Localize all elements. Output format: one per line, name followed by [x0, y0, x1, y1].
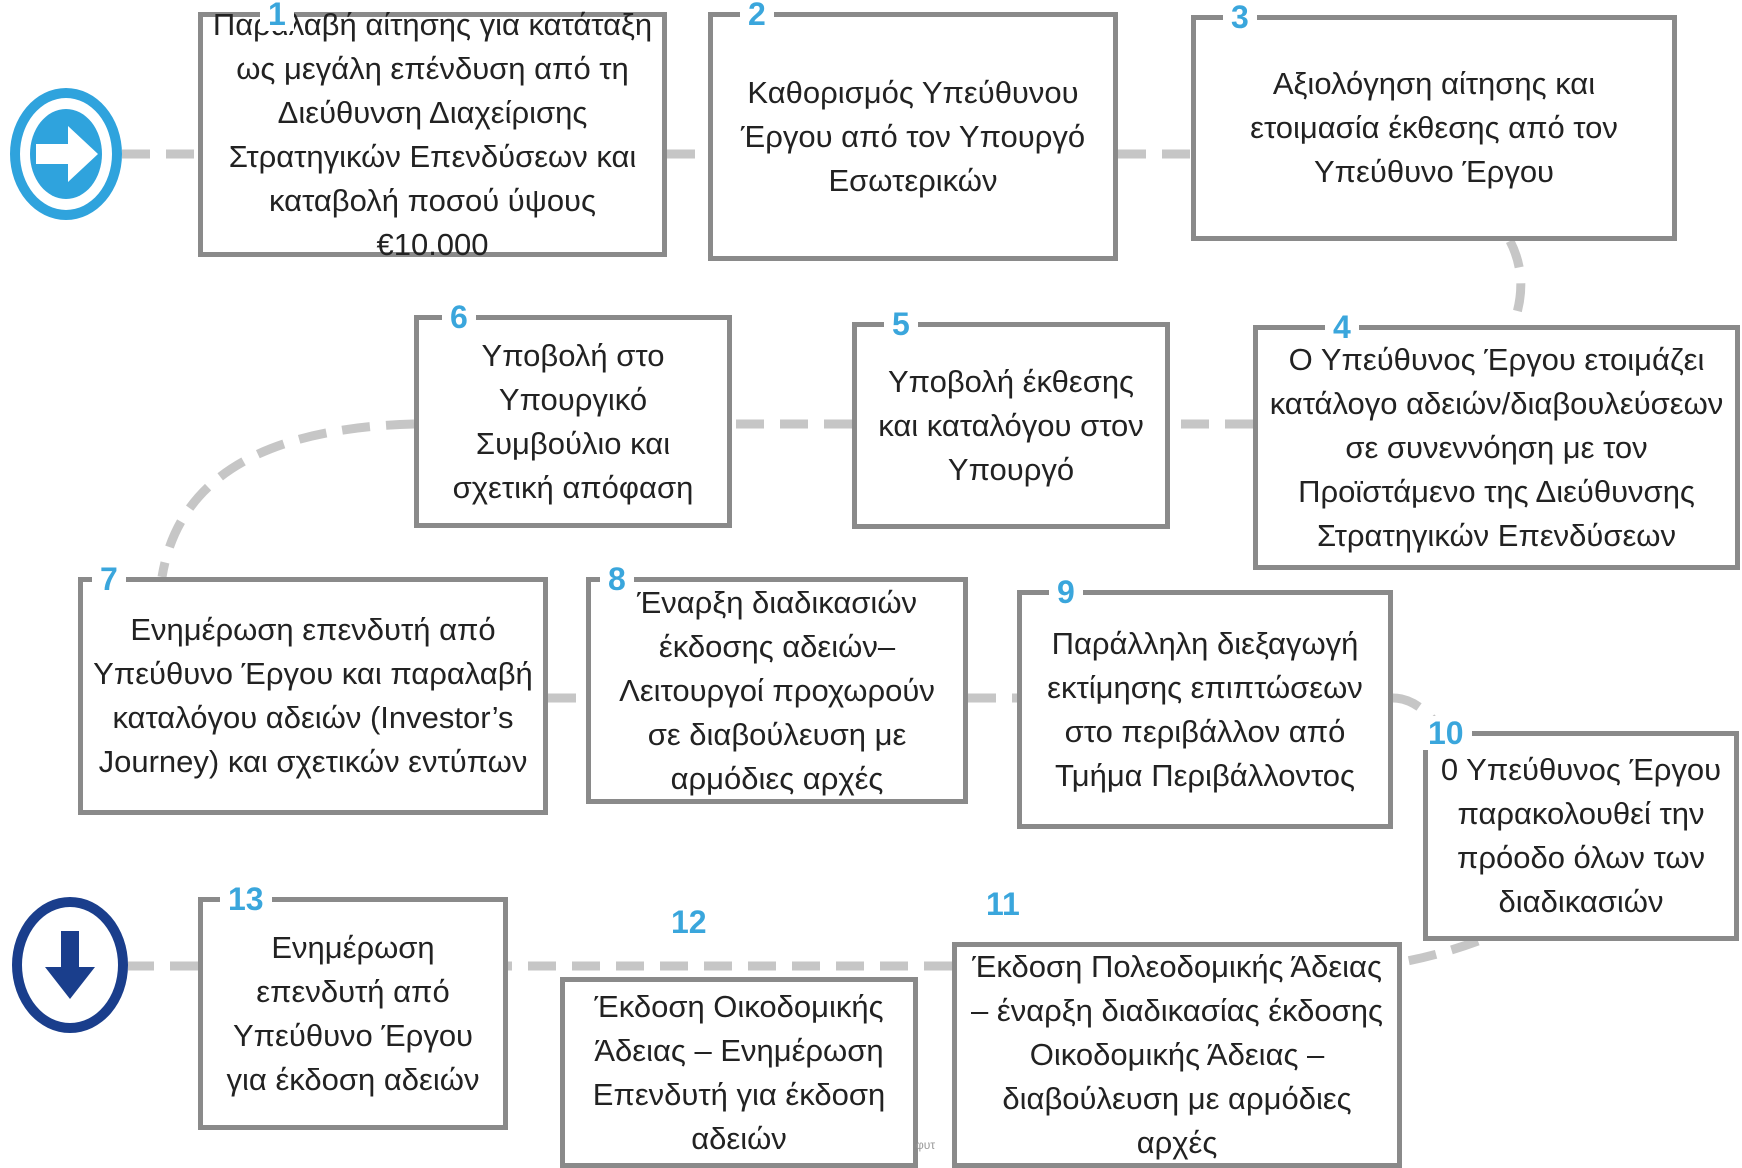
step-box-4: 4 Ο Υπεύθυνος Έργου ετοιμάζει κατάλογο α…	[1253, 310, 1740, 570]
step-text: Έκδοση Οικοδομικής Άδειας – Ενημέρωση Επ…	[592, 988, 886, 1156]
step-number: 13	[220, 882, 272, 916]
connector-6-7	[157, 419, 415, 578]
step-number: 7	[92, 562, 126, 596]
step-text: Ενημέρωση επενδυτή από Υπεύθυνο Έργου γι…	[226, 929, 480, 1097]
footer-text-fragment: φυτ	[916, 1138, 936, 1152]
step-number: 8	[600, 562, 634, 596]
step-number: 12	[663, 905, 715, 939]
step-number: 11	[978, 887, 1028, 921]
step-number: 10	[1420, 716, 1472, 750]
step-number: 2	[740, 0, 774, 31]
step-box-13: 13 Ενημέρωση επενδυτή από Υπεύθυνο Έργου…	[198, 882, 508, 1130]
step-text: Παράλληλη διεξαγωγή εκτίμησης επιπτώσεων…	[1047, 625, 1363, 793]
step-number: 6	[442, 300, 476, 334]
step-box-8: 8 Έναρξη διαδικασιών έκδοσης αδειών– Λει…	[586, 562, 968, 804]
step-text: Έκδοση Πολεοδομικής Άδειας – έναρξη διαδ…	[971, 949, 1383, 1160]
down-arrow-circle-icon	[12, 897, 128, 1033]
step-box-9: 9 Παράλληλη διεξαγωγή εκτίμησης επιπτώσε…	[1017, 575, 1393, 829]
step-text: Καθορισμός Υπεύθυνου Έργου από τον Υπουρ…	[740, 74, 1086, 198]
step-box-11: 11 Έκδοση Πολεοδομικής Άδειας – έναρξη δ…	[952, 887, 1402, 1168]
step-box-6: 6 Υποβολή στο Υπουργικό Συμβούλιο και σχ…	[414, 300, 732, 528]
connector-3-4	[1505, 238, 1526, 327]
step-text: Έναρξη διαδικασιών έκδοσης αδειών– Λειτο…	[619, 584, 935, 796]
step-box-1: 1 Παραλαβή αίτησης για κατάταξη ως μεγάλ…	[198, 0, 667, 262]
step-box-7: 7 Ενημέρωση επενδυτή από Υπεύθυνο Έργου …	[78, 562, 548, 815]
step-text: Ο Υπεύθυνος Έργου ετοιμάζει κατάλογο αδε…	[1269, 341, 1724, 553]
step-box-12: Έκδοση Οικοδομικής Άδειας – Ενημέρωση Επ…	[560, 977, 918, 1168]
step-box-10: 10 0 Υπεύθυνος Έργου παρακολουθεί την πρ…	[1420, 716, 1739, 941]
step-text: Ενημέρωση επενδυτή από Υπεύθυνο Έργου κα…	[93, 612, 533, 779]
step-number: 4	[1325, 310, 1359, 344]
step-text: Υποβολή στο Υπουργικό Συμβούλιο και σχετ…	[452, 337, 694, 505]
step-number: 5	[884, 307, 918, 341]
step-number: 3	[1223, 0, 1257, 34]
connector-10-11	[1401, 936, 1480, 967]
step-box-5: 5 Υποβολή έκθεσης και καταλόγου στον Υπο…	[852, 307, 1170, 529]
step-box-3: 3 Αξιολόγηση αίτησης και ετοιμασία έκθεσ…	[1191, 0, 1677, 241]
step-text: Αξιολόγηση αίτησης και ετοιμασία έκθεσης…	[1250, 66, 1618, 189]
step-number: 1	[260, 0, 294, 31]
step-box-2: 2 Καθορισμός Υπεύθυνου Έργου από τον Υπο…	[708, 0, 1118, 261]
step-text: 0 Υπεύθυνος Έργου παρακολουθεί την πρόοδ…	[1440, 752, 1722, 919]
step-number: 9	[1049, 575, 1083, 609]
step-text: Παραλαβή αίτησης για κατάταξη ως μεγάλη …	[212, 6, 653, 262]
step-text: Υποβολή έκθεσης και καταλόγου στον Υπουρ…	[878, 363, 1144, 487]
right-arrow-circle-icon	[10, 88, 122, 220]
